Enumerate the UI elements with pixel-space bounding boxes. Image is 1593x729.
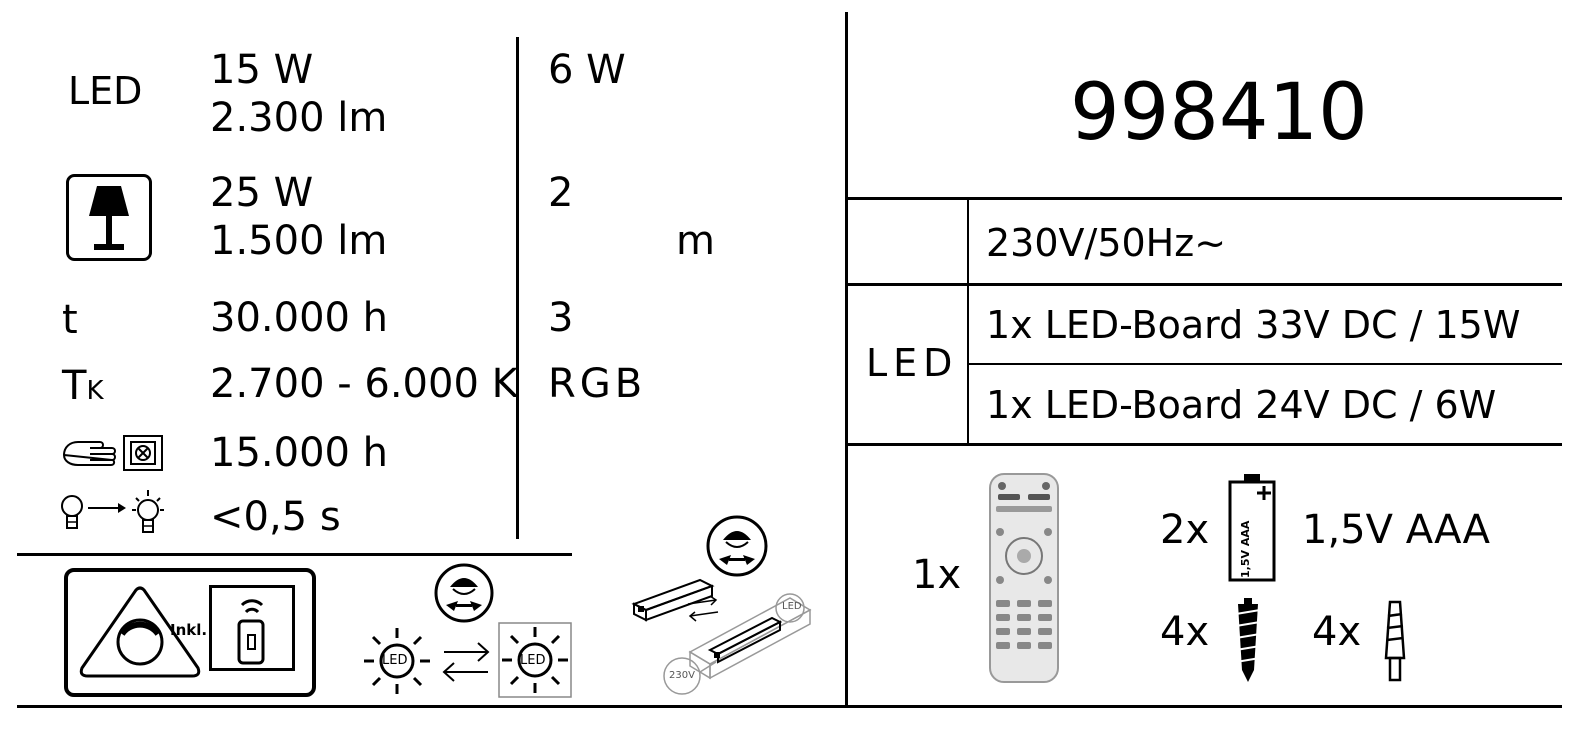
driver-230v-label: 230V [669,670,695,681]
battery-text: 1,5V AAA [1302,507,1491,553]
driver-swap-arrows-icon [687,595,719,622]
technician-icon [434,563,494,623]
led-lumen: 2.300 lm [210,95,388,141]
battery-icon [1228,474,1276,582]
lamp-secondary-1: 2 [548,170,574,216]
led-replace-label-right: LED [520,653,546,668]
lamp-secondary-2: m [676,218,715,264]
led-board-2: 1x LED-Board 24V DC / 6W [986,383,1497,427]
led-power: 15 W [210,47,314,93]
color-temp-value: 2.700 - 6.000 K [210,361,518,407]
led-secondary-power: 6 W [548,47,626,93]
right-row-divider-1 [847,197,1562,200]
remote-included-label: Inkl. [170,621,208,639]
led-board-1: 1x LED-Board 33V DC / 15W [986,303,1521,347]
article-number: 998410 [1070,68,1368,158]
bulb-warmup-icon [61,490,164,533]
driver-box-small-icon [631,578,715,622]
led-boards-label: LED [866,341,959,385]
dimmer-remote-box [64,568,316,697]
lifetime-value: 30.000 h [210,295,389,341]
color-temp-label-main: T [62,363,87,409]
remote-control-picture [989,473,1059,683]
main-divider [845,12,848,707]
remote-control-icon [209,585,295,671]
color-temp-label: TK [62,366,104,406]
screw-icon [1235,598,1261,682]
color-temp-secondary: RGB [548,361,647,407]
lifetime-secondary: 3 [548,295,574,341]
led-replace-icon-right [498,622,572,698]
left-column-divider [516,37,519,539]
swap-arrows-icon [442,642,490,682]
screw-quantity: 4x [1160,609,1210,655]
lamp-lumen: 1.500 lm [210,218,388,264]
warmup-value: <0,5 s [210,494,341,540]
driver-install-icon [663,593,812,695]
color-temp-label-sub: K [86,376,104,406]
wall-dowel-icon [1384,600,1406,682]
switching-value: 15.000 h [210,430,389,476]
right-row-divider-2 [847,283,1562,286]
power-supply: 230V/50Hz~ [986,221,1227,265]
dimmer-icon [79,586,201,678]
bottom-border [17,705,1562,708]
battery-quantity: 2x [1160,507,1210,553]
remote-quantity: 1x [912,552,962,598]
right-row-divider-4 [847,443,1562,446]
lamp-power: 25 W [210,170,314,216]
led-replace-icon-left [364,628,430,694]
left-bottom-divider [17,553,572,556]
dowel-quantity: 4x [1312,609,1362,655]
driver-led-label: LED [782,601,802,612]
hand-switch-icon [62,435,163,471]
technician-icon-driver [706,515,768,577]
battery-label: 1,5V AAA [1239,520,1252,578]
led-label: LED [68,69,143,113]
lifetime-label: t [62,297,78,343]
led-replace-label-left: LED [382,653,408,668]
right-row-divider-3 [969,363,1562,365]
right-label-divider [967,199,969,444]
table-lamp-icon [66,174,152,261]
